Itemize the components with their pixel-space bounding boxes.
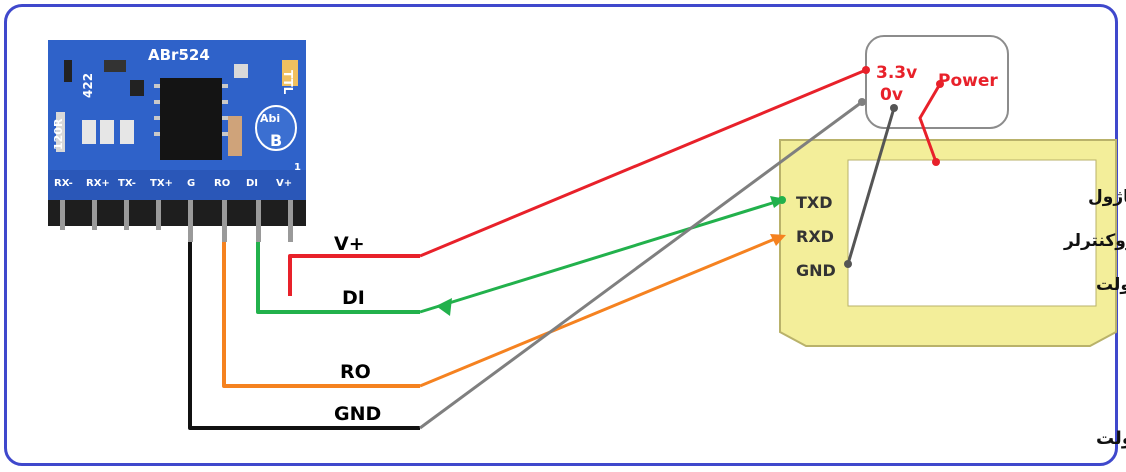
power-0v-label: 0v: [880, 85, 903, 105]
chip-legs: [154, 84, 228, 136]
wire-device-gnd-to-0v: [846, 107, 896, 265]
wire-txd-to-di: [419, 198, 783, 314]
pin-label-rx-minus: RX-: [54, 178, 73, 189]
logo-text-b: B: [270, 131, 282, 150]
pin-rxd-label: RXD: [796, 227, 834, 246]
pin-header: [48, 200, 306, 242]
module-chip: [160, 78, 222, 160]
label-422: 422: [81, 73, 95, 98]
capacitor: [82, 120, 96, 144]
diagonal-wires: [419, 68, 942, 430]
dot-txd: [778, 196, 786, 204]
wire-ro-orange: [222, 242, 420, 388]
pin-number: 1: [294, 162, 301, 173]
rs485-module: Abi B ABr524 TTL 422 120R 1 RX- RX+ TX- …: [48, 40, 306, 242]
abi-logo: Abi B: [255, 105, 297, 151]
wire-gnd-black: [188, 242, 420, 430]
capacitor: [282, 60, 298, 86]
pin-label-tx-minus: TX-: [118, 178, 136, 189]
pin-label-g: G: [187, 178, 195, 189]
wire-power-to-device: [918, 83, 942, 163]
wire-vplus-to-3v3: [419, 68, 867, 258]
wire-vplus-red: [288, 254, 420, 296]
pin-label-vplus: V+: [276, 178, 292, 189]
capacitor: [228, 116, 242, 156]
chip-label: ABr524: [148, 46, 210, 64]
wire-ro-to-rxd: [419, 234, 783, 388]
device-panel: [847, 159, 1097, 307]
device-box: دستگاه/ مبدل/ ماژول و یا میکروکنترلر با …: [779, 139, 1126, 347]
wire-label-vplus: V+: [334, 233, 365, 255]
pin-label-strip: [48, 170, 306, 200]
label-120r: 120R: [52, 118, 65, 150]
dot-device-power: [932, 158, 940, 166]
capacitor: [100, 120, 114, 144]
wire-label-di: DI: [342, 287, 365, 309]
ttl-label: TTL: [281, 70, 295, 95]
dot-0v-gray: [858, 98, 866, 106]
logo-text-abi: Abi: [260, 112, 280, 125]
wire-gnd-to-0v: [419, 100, 863, 430]
smd-part: [104, 60, 126, 72]
dot-3v3: [862, 66, 870, 74]
smd-part: [64, 60, 72, 82]
pin-label-ro: RO: [214, 178, 230, 189]
pin-label-tx-plus: TX+: [150, 178, 173, 189]
device-line-3: با استاندارTTL ۳.۳ولت: [1096, 275, 1126, 295]
pin-gnd-label: GND: [796, 261, 836, 280]
dot-power: [936, 80, 944, 88]
power-3v3-label: 3.3v: [876, 63, 917, 83]
resistor-120r: [56, 112, 65, 152]
pin-label-rx-plus: RX+: [86, 178, 110, 189]
wire-label-ro: RO: [340, 361, 371, 383]
pin-label-di: DI: [246, 178, 258, 189]
device-line-1: دستگاه/ مبدل/ ماژول: [1088, 186, 1126, 207]
capacitor: [120, 120, 134, 144]
wires: [188, 242, 420, 430]
dot-0v-dark: [890, 104, 898, 112]
arrow-di: [436, 298, 452, 316]
arrow-rxd: [770, 234, 786, 246]
smd-part: [130, 80, 144, 96]
led: [234, 64, 248, 78]
power-label: Power: [938, 71, 998, 91]
wire-dots: [778, 66, 944, 268]
device-line-2: و یا میکروکنترلر: [1063, 231, 1126, 251]
dot-device-gnd: [844, 260, 852, 268]
pin-txd-label: TXD: [796, 193, 833, 212]
caption: - اتصال مبدل به میکروکنترلر با ولتاژ کار…: [1096, 428, 1126, 449]
wire-di-green: [256, 242, 420, 314]
wire-label-gnd: GND: [334, 403, 381, 425]
